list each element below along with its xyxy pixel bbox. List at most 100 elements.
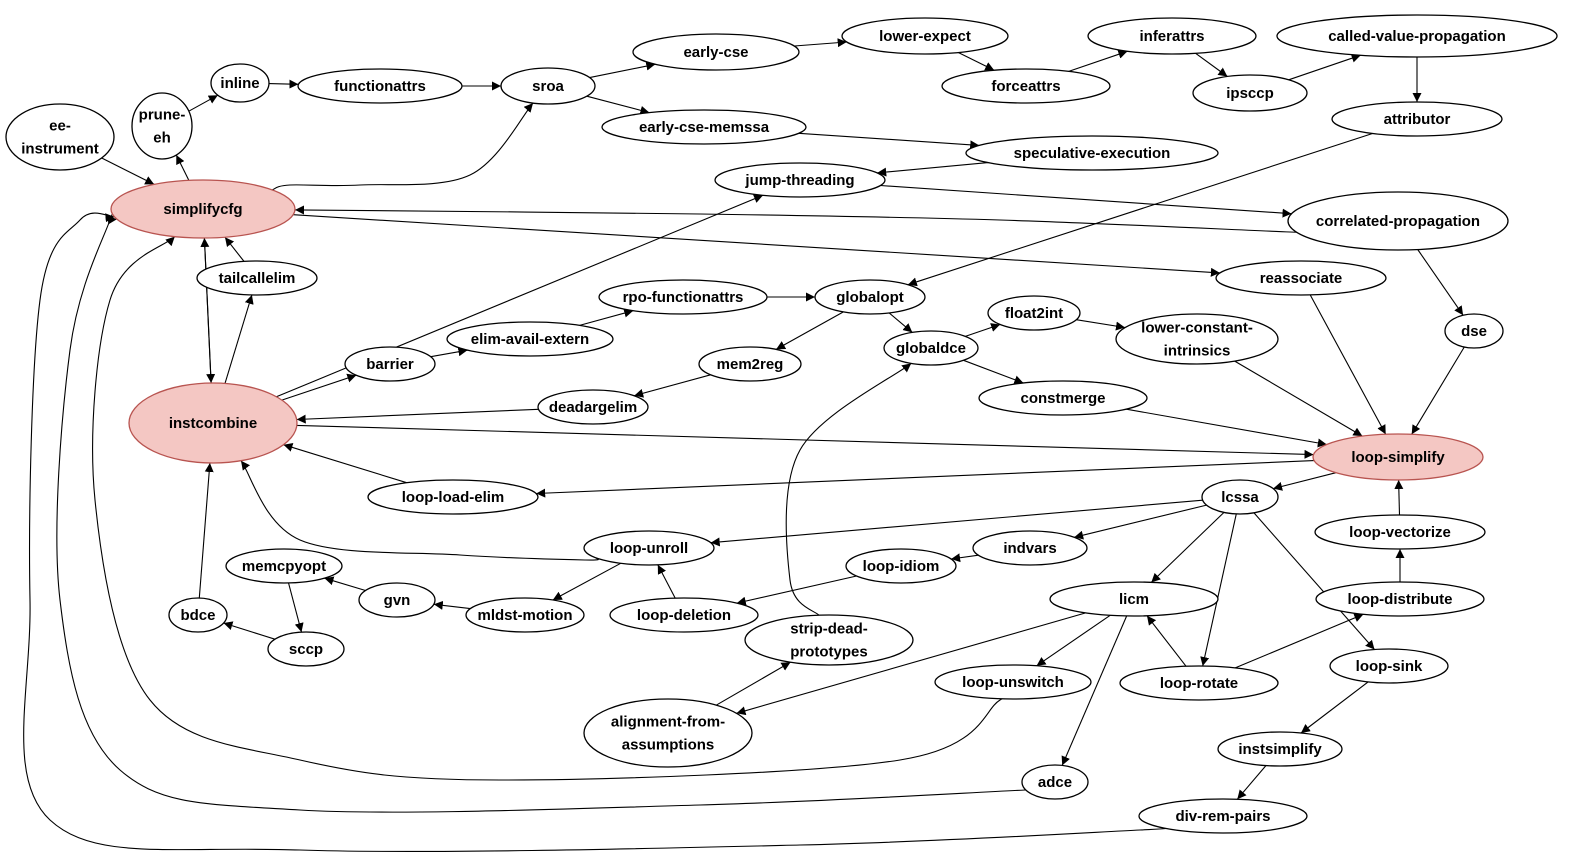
node-early-cse-memssa: early-cse-memssa [601, 109, 807, 145]
edge-lower-expect-to-forceattrs [958, 52, 995, 71]
edge-loop-load-elim-to-instcombine [283, 443, 407, 484]
node-label-lower-constant-intrinsics: intrinsics [1164, 343, 1231, 360]
edge-arrow [430, 347, 468, 358]
node-shape-called-value-propagation [1276, 14, 1558, 58]
edge-arrow [715, 661, 791, 706]
node-indvars: indvars [972, 530, 1088, 566]
edge-licm-to-alignment-from-assumptions [736, 612, 1086, 716]
edge-sccp-to-bdce [223, 621, 276, 640]
edge-globalopt-to-globaldce [888, 312, 913, 333]
node-memcpyopt: memcpyopt [225, 548, 343, 584]
node-label-div-rem-pairs: div-rem-pairs [1175, 808, 1270, 825]
node-instcombine: instcombine [128, 382, 298, 464]
node-shape-loop-simplify [1312, 433, 1484, 481]
edge-loop-unroll-to-instcombine [240, 460, 599, 561]
edge-arrow [536, 460, 1315, 498]
edge-arrow [634, 374, 711, 398]
node-label-instcombine: instcombine [169, 415, 257, 432]
edge-arrow [1126, 408, 1327, 448]
edge-sroa-to-early-cse-memssa [586, 95, 650, 115]
edge-arrow [552, 562, 621, 601]
edge-arrow [1146, 615, 1187, 667]
node-label-indvars: indvars [1003, 540, 1056, 557]
node-label-prune-eh: prune- [139, 107, 186, 124]
node-functionattrs: functionattrs [297, 68, 463, 104]
edge-arrow [1300, 681, 1369, 734]
node-shape-loop-deletion [609, 597, 759, 633]
edge-early-cse-to-lower-expect [794, 38, 847, 48]
node-label-simplifycfg: simplifycfg [163, 201, 242, 218]
node-label-elim-avail-extern: elim-avail-extern [471, 331, 589, 348]
node-shape-forceattrs [941, 68, 1111, 104]
node-lower-constant-intrinsics: lower-constant-intrinsics [1115, 313, 1279, 365]
edge-indvars-to-loop-idiom [951, 553, 979, 563]
edge-arrow [1076, 319, 1126, 331]
edge-attributor-to-globalopt [907, 132, 1373, 287]
node-loop-simplify: loop-simplify [1312, 433, 1484, 481]
edge-loop-simplify-to-loop-load-elim [536, 460, 1315, 498]
edge-arrow [1411, 346, 1465, 435]
node-label-loop-unroll: loop-unroll [610, 540, 688, 557]
edge-arrow [798, 132, 980, 150]
edge-arrow [1036, 614, 1111, 667]
node-label-barrier: barrier [366, 356, 414, 373]
edge-arrow [293, 214, 1220, 277]
edge-float2int-to-lower-constant-intrinsics [1076, 319, 1126, 331]
node-label-sroa: sroa [532, 78, 564, 95]
edge-arrow [1074, 504, 1207, 540]
edge-ipsccp-to-called-value-propagation [1288, 53, 1361, 81]
edge-arrow [198, 462, 214, 599]
edge-globalopt-to-mem2reg [775, 311, 844, 350]
node-label-instsimplify: instsimplify [1238, 741, 1322, 758]
node-shape-globaldce [883, 330, 979, 366]
edge-lcssa-to-loop-unroll [710, 499, 1203, 547]
edge-simplifycfg-to-prune-eh [175, 154, 190, 181]
edge-loop-deletion-to-loop-unroll [657, 564, 676, 599]
node-correlated-propagation: correlated-propagation [1287, 191, 1509, 251]
edge-arrow [710, 499, 1203, 547]
edge-loop-simplify-to-lcssa [1272, 472, 1337, 491]
edge-memcpyopt-to-sccp [287, 582, 304, 633]
edge-lcssa-to-loop-sink [1253, 512, 1375, 650]
node-shape-globalopt [814, 279, 926, 315]
node-label-globalopt: globalopt [836, 289, 904, 306]
node-lower-expect: lower-expect [841, 17, 1009, 55]
node-shape-div-rem-pairs [1138, 798, 1308, 834]
edge-alignment-from-assumptions-to-strip-dead-prototypes [715, 661, 791, 706]
node-label-loop-sink: loop-sink [1356, 658, 1423, 675]
edge-correlated-propagation-to-simplifycfg [294, 205, 1314, 234]
node-globalopt: globalopt [814, 279, 926, 315]
node-shape-lower-expect [841, 17, 1009, 55]
node-label-early-cse-memssa: early-cse-memssa [639, 119, 770, 136]
node-label-float2int: float2int [1005, 305, 1063, 322]
edge-arrow [200, 237, 212, 384]
node-loop-unroll: loop-unroll [583, 530, 715, 566]
edge-arrow [736, 575, 857, 606]
node-shape-speculative-execution [965, 135, 1219, 171]
node-shape-loop-unswitch [934, 664, 1092, 700]
edge-elim-avail-extern-to-rpo-functionattrs [579, 308, 634, 326]
node-licm: licm [1049, 581, 1219, 617]
node-label-functionattrs: functionattrs [334, 78, 426, 95]
node-shape-correlated-propagation [1287, 191, 1509, 251]
node-label-sccp: sccp [289, 641, 323, 658]
edge-lower-constant-intrinsics-to-loop-simplify [1234, 360, 1363, 437]
edge-arrow [224, 236, 245, 262]
node-barrier: barrier [344, 346, 436, 382]
edge-ee-instrument-to-simplifycfg [101, 157, 155, 185]
edge-speculative-execution-to-jump-threading [877, 162, 989, 177]
edge-lcssa-to-loop-rotate [1200, 513, 1237, 667]
node-float2int: float2int [987, 295, 1081, 331]
edge-arrow [657, 564, 676, 599]
node-mldst-motion: mldst-motion [465, 597, 585, 633]
node-label-licm: licm [1119, 591, 1149, 608]
node-shape-attributor [1331, 101, 1503, 137]
node-label-attributor: attributor [1384, 111, 1451, 128]
node-mem2reg: mem2reg [698, 346, 802, 382]
node-forceattrs: forceattrs [941, 68, 1111, 104]
edge-barrier-to-elim-avail-extern [430, 347, 468, 358]
edge-arrow [958, 52, 995, 71]
edge-early-cse-memssa-to-speculative-execution [798, 132, 980, 150]
node-shape-adce [1021, 764, 1089, 800]
node-shape-early-cse-memssa [601, 109, 807, 145]
